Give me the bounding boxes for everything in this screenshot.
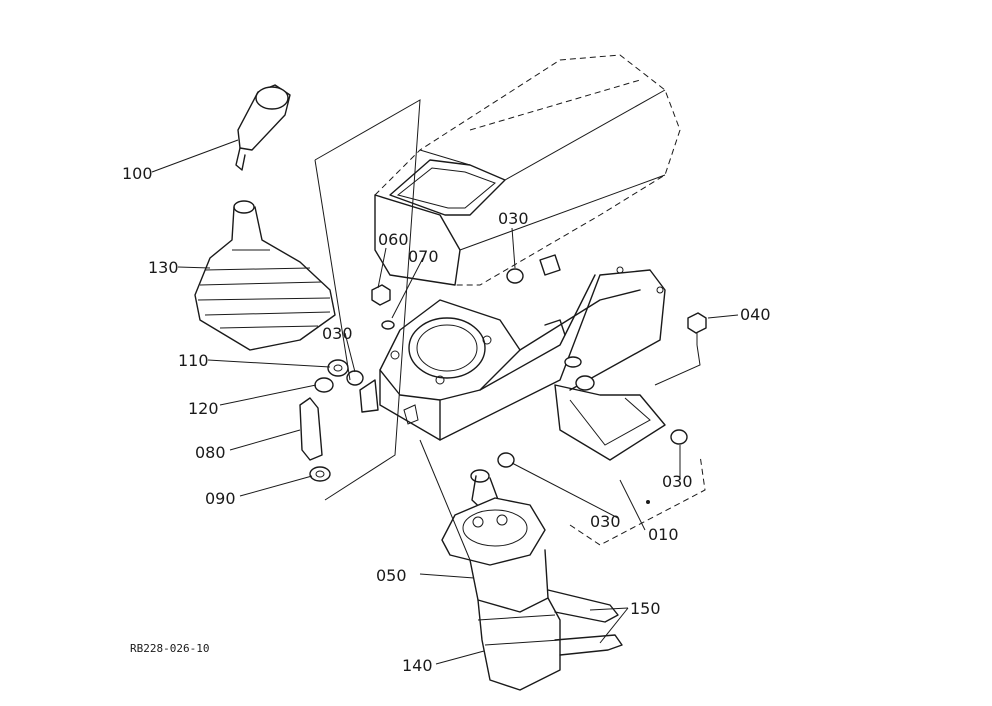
label-030-bottom: 030 — [590, 512, 621, 531]
label-060: 060 — [378, 230, 409, 249]
part-labels: 100 130 060 070 030 030 040 110 120 080 … — [122, 164, 771, 675]
group-outlines — [314, 99, 706, 561]
label-100: 100 — [122, 164, 153, 183]
drawing-code: RB228-026-10 — [130, 642, 209, 655]
label-140: 140 — [402, 656, 433, 675]
label-120: 120 — [188, 399, 219, 418]
label-080: 080 — [195, 443, 226, 462]
label-030-left: 030 — [322, 324, 353, 343]
shift-lever — [235, 84, 291, 171]
label-030-right: 030 — [662, 472, 693, 491]
label-070: 070 — [408, 247, 439, 266]
frame-bracket — [359, 254, 666, 461]
lever-boot — [194, 200, 336, 351]
label-050: 050 — [376, 566, 407, 585]
label-040: 040 — [740, 305, 771, 324]
label-150: 150 — [630, 599, 661, 618]
label-110: 110 — [178, 351, 209, 370]
shift-column — [441, 469, 623, 691]
hardware-parts — [299, 268, 707, 482]
label-010: 010 — [648, 525, 679, 544]
label-090: 090 — [205, 489, 236, 508]
leader-lines — [151, 139, 739, 665]
label-130: 130 — [148, 258, 179, 277]
label-030-top: 030 — [498, 209, 529, 228]
console-cover — [374, 54, 681, 286]
